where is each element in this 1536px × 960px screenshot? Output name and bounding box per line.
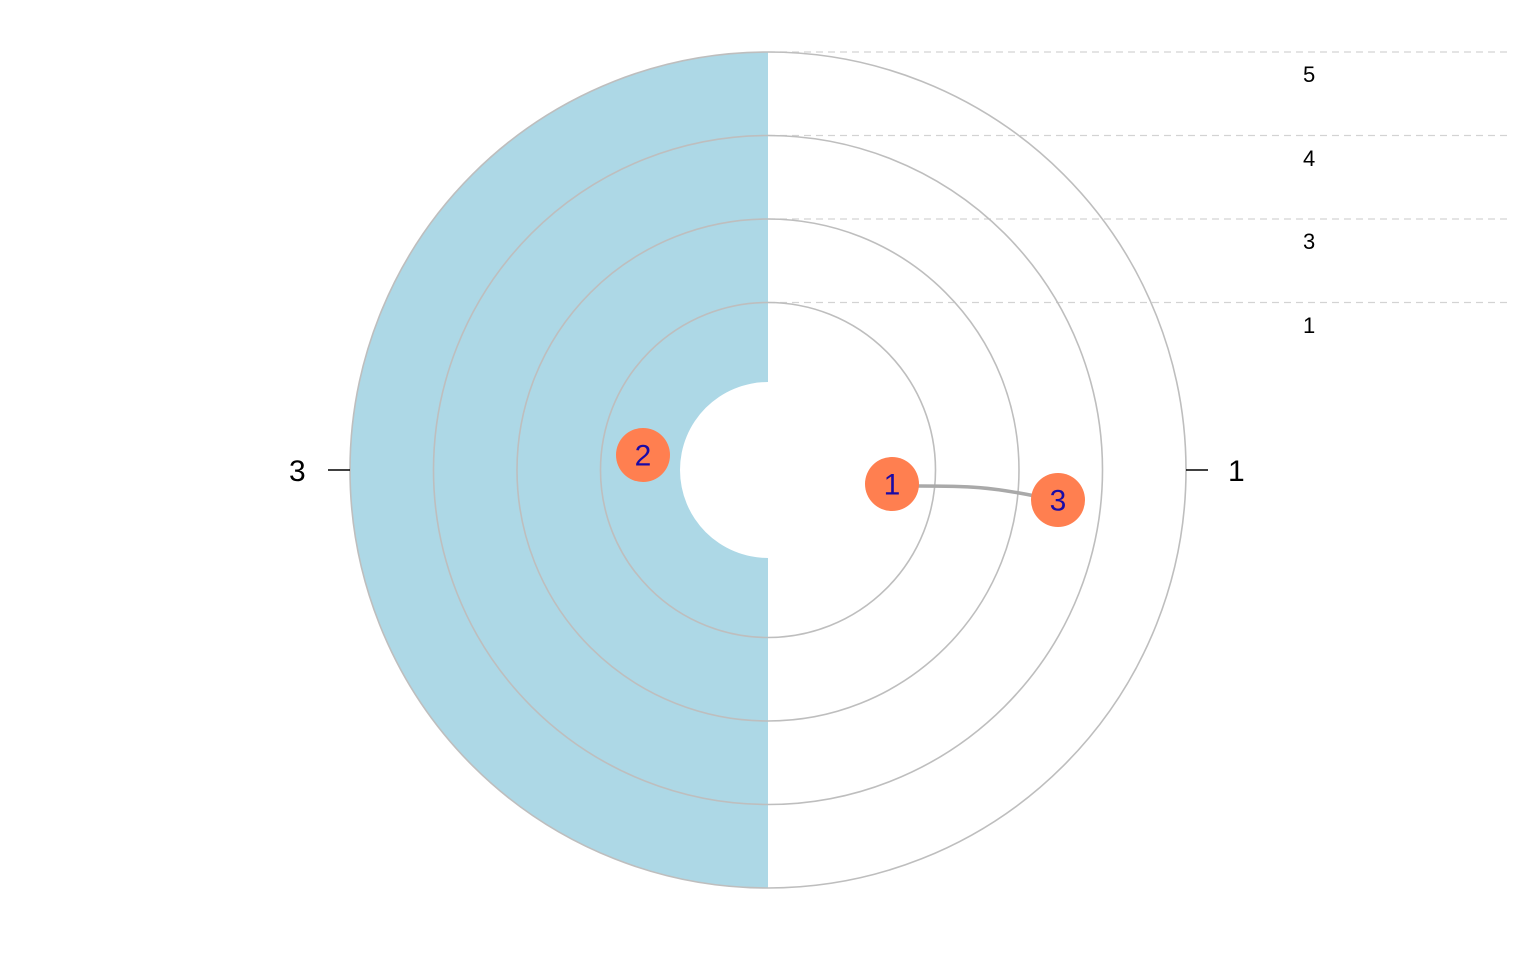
ring-label-5: 5 xyxy=(1303,62,1315,87)
ring-3 xyxy=(516,218,1020,722)
node-2-circle xyxy=(616,428,670,482)
node-3-circle xyxy=(1031,473,1085,527)
ring-label-4: 4 xyxy=(1303,146,1315,171)
node-2: 2 xyxy=(616,428,670,482)
node-1-circle xyxy=(865,457,919,511)
ring-4 xyxy=(432,134,1104,806)
node-2-label: 2 xyxy=(635,440,652,473)
ring-guide-lines xyxy=(768,51,1512,304)
node-1: 1 xyxy=(865,457,919,511)
shaded-left-half xyxy=(350,52,768,888)
node-1-label: 1 xyxy=(884,469,901,502)
node-3: 3 xyxy=(1031,473,1085,527)
ring-labels: 5 4 3 1 xyxy=(1303,62,1315,338)
ring-label-3: 3 xyxy=(1303,229,1315,254)
right-axis-label: 1 xyxy=(1228,455,1245,488)
ring-1 xyxy=(599,301,937,639)
node-3-label: 3 xyxy=(1050,485,1067,518)
ring-label-1: 1 xyxy=(1303,313,1315,338)
edge-node-1-to-node-3 xyxy=(917,484,1036,498)
concentric-rings xyxy=(349,51,1187,889)
left-axis-label: 3 xyxy=(289,455,306,488)
